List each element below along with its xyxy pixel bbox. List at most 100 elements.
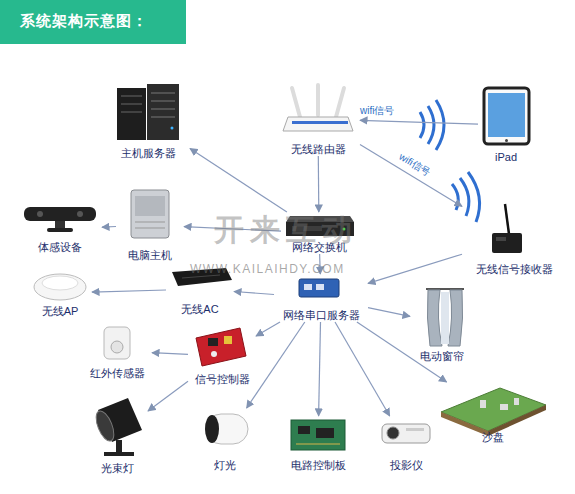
serial-server-icon-part [304, 284, 312, 290]
projector-icon-part [387, 427, 399, 439]
node-label: 光束灯 [101, 462, 134, 475]
receiver-icon-part [492, 233, 522, 253]
arrow-connector [148, 381, 188, 411]
circuit-board-icon [291, 420, 345, 450]
node-label: 体感设备 [38, 241, 82, 254]
curtain-icon-part [441, 292, 449, 344]
circuit-board-icon-part [316, 428, 334, 438]
sand-table-icon-part [441, 388, 546, 431]
beam-light-icon-part [116, 440, 122, 454]
node-label: 信号控制器 [195, 373, 250, 386]
pc-tower-icon-part [135, 196, 165, 216]
pc-tower-icon-part [135, 222, 165, 223]
wifi-arcs-part [452, 184, 458, 210]
node-label: 无线信号接收器 [476, 263, 553, 276]
server-icon-part [121, 96, 142, 97]
serial-server-icon [299, 279, 339, 297]
server-icon [117, 84, 179, 140]
arrow-connector [318, 156, 320, 212]
device-node: 灯光 [198, 408, 252, 472]
router-icon [283, 85, 353, 131]
arrow-connector [360, 145, 462, 207]
circuit-board-icon-part [291, 420, 345, 450]
server-icon-part [147, 84, 179, 140]
projector-icon-part [382, 424, 430, 443]
node-label: 沙盘 [482, 431, 504, 444]
projector-icon [382, 424, 430, 443]
watermark-url: WWW.KAILAIHDY.COM [190, 262, 345, 276]
lamp-icon-part [205, 415, 219, 443]
kinect-icon-part [47, 228, 73, 232]
server-icon-part [151, 93, 175, 94]
arrow-connector [360, 120, 478, 124]
node-label: 无线路由器 [291, 143, 346, 156]
receiver-icon [492, 204, 522, 253]
server-icon-part [121, 112, 142, 113]
node-label: 电路控制板 [291, 459, 346, 472]
beam-light-icon-part [104, 452, 134, 456]
sand-table-icon-part [500, 404, 508, 410]
device-node: 电路控制板 [283, 416, 353, 472]
ir-sensor-icon-part [111, 341, 123, 353]
device-node: 无线AP [28, 268, 92, 318]
device-node: 主机服务器 [106, 82, 190, 160]
kinect-icon-part [77, 211, 83, 217]
kinect-icon-part [55, 221, 65, 229]
device-node: 网络串口服务器 [274, 274, 368, 322]
lamp-icon-part [206, 414, 248, 444]
arrow-connector [190, 149, 287, 213]
device-node: iPad [478, 86, 534, 164]
server-icon-part [121, 104, 142, 105]
arrow-connector [92, 290, 166, 292]
beam-light-icon-part [93, 409, 118, 444]
arrow-connector [152, 353, 188, 355]
wifi-arcs-part [420, 112, 424, 138]
access-point-icon-part [34, 274, 86, 300]
sand-table-icon-part [480, 400, 486, 408]
node-label: 灯光 [214, 459, 236, 472]
sand-table-icon-part [514, 398, 519, 405]
access-point-icon-part [42, 276, 78, 290]
signal-controller-icon-part [208, 338, 218, 346]
signal-controller-icon-part [224, 336, 232, 344]
arrow-connector [102, 226, 116, 228]
curtain-icon-part [427, 290, 442, 346]
beam-light-icon [93, 398, 142, 456]
node-label: 电动窗帘 [420, 350, 464, 363]
serial-server-icon-part [299, 279, 339, 297]
node-label: 网络串口服务器 [283, 309, 360, 322]
arrow-connector [234, 292, 274, 295]
arrow-connector [335, 322, 390, 416]
device-node: 电脑主机 [116, 188, 184, 262]
server-icon-part [151, 117, 175, 118]
signal-controller-icon-part [196, 328, 246, 366]
router-icon-part [292, 88, 300, 117]
node-label: 无线AP [42, 305, 79, 318]
device-node: 红外传感器 [82, 322, 152, 380]
pc-tower-icon-part [135, 228, 165, 229]
ipad-icon-part [505, 139, 508, 142]
node-label: iPad [495, 151, 517, 164]
arrow-connector [368, 254, 462, 283]
arrow-connector [319, 322, 321, 416]
ir-sensor-icon [104, 327, 130, 359]
pc-tower-icon [131, 190, 169, 238]
lamp-icon [205, 414, 248, 444]
ir-sensor-icon-part [104, 327, 130, 359]
server-icon-part [117, 88, 146, 140]
node-label: 无线AC [181, 303, 218, 316]
arrow-connector [256, 322, 280, 336]
ipad-icon-part [484, 88, 529, 144]
arrow-connector [368, 308, 410, 317]
node-label: 红外传感器 [90, 367, 145, 380]
receiver-icon-part [496, 237, 506, 241]
kinect-icon-part [37, 211, 43, 217]
receiver-icon-part [505, 204, 509, 234]
ipad-icon [484, 88, 529, 144]
node-label: 投影仪 [390, 459, 423, 472]
title-text: 系统架构示意图： [20, 12, 148, 31]
watermark-text: 开来互动 [214, 210, 358, 251]
signal-label: wifi信号 [360, 104, 394, 118]
